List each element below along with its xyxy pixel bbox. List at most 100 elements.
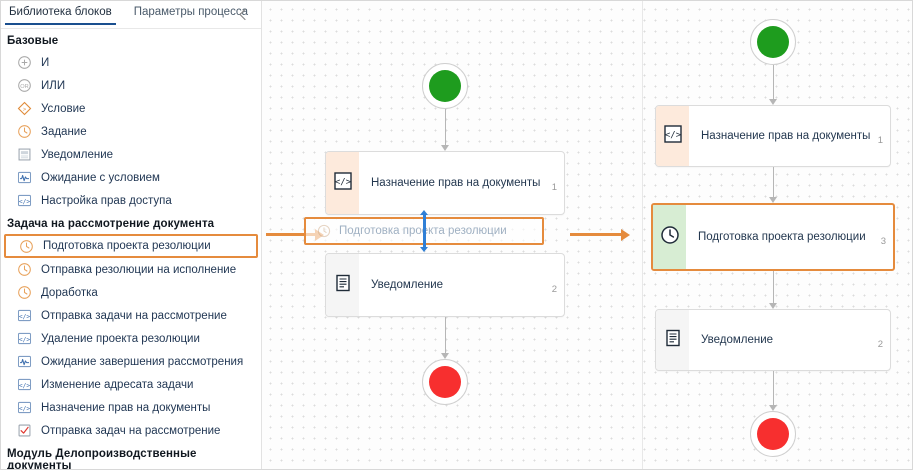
block-item-label: Условие — [41, 102, 86, 115]
group-title: Задача на рассмотрение документа — [7, 218, 215, 230]
drop-insert-marker — [423, 215, 426, 247]
block-item-изменение-адресата-задачи[interactable]: </>Изменение адресата задачи — [1, 373, 261, 396]
arrowhead-icon — [440, 353, 449, 359]
code-brackets-icon: </> — [333, 171, 352, 195]
svg-text:</>: </> — [19, 198, 30, 205]
node-number: 1 — [877, 134, 883, 146]
node-body: 1 Назначение прав на документы — [689, 129, 890, 146]
document-note-icon — [334, 274, 352, 297]
group-title: Модуль Делопроизводственные документы — [7, 448, 197, 469]
block-item-label: Назначение прав на документы — [41, 401, 211, 414]
connector-node1-to-node3 — [772, 167, 774, 201]
arrowhead-icon — [768, 99, 777, 105]
block-item-отправка-резолюции-на-исполнение[interactable]: Отправка резолюции на исполнение — [1, 258, 261, 281]
node-body: 3 Подготовка проекта резолюции — [686, 230, 893, 247]
end-terminator[interactable] — [422, 359, 468, 405]
node-body: 2 Уведомление — [689, 333, 890, 350]
block-item-задание[interactable]: Задание — [1, 120, 261, 143]
tab-process-parameters[interactable]: Параметры процесса — [133, 6, 248, 18]
arrow-right-icon — [621, 228, 630, 241]
connector-node2-to-end — [444, 317, 446, 357]
block-item-label: Удаление проекта резолюции — [41, 332, 200, 345]
node-label: Назначение прав на документы — [701, 129, 871, 142]
svg-text:</>: </> — [334, 177, 351, 187]
block-item-условие[interactable]: > Условие — [1, 97, 261, 120]
block-item-label: Настройка прав доступа — [41, 194, 172, 207]
node-number: 1 — [551, 181, 557, 193]
node-body: 2 Уведомление — [359, 278, 564, 295]
node-notification[interactable]: 2 Уведомление — [655, 309, 891, 371]
block-item-настройка-прав-доступа[interactable]: </> Настройка прав доступа — [1, 189, 261, 212]
block-item-label: Задание — [41, 125, 87, 138]
arrowhead-icon — [768, 303, 777, 309]
block-item-label: Ожидание завершения рассмотрения — [41, 355, 244, 368]
start-terminator[interactable] — [422, 63, 468, 109]
block-item-label: Подготовка проекта резолюции — [43, 240, 211, 252]
checkbox-checked-icon — [17, 423, 32, 438]
node-notification[interactable]: 2 Уведомление — [325, 253, 565, 317]
code-brackets-icon: </> — [17, 331, 32, 346]
block-item-label: ИЛИ — [41, 79, 66, 92]
start-terminator[interactable] — [750, 19, 796, 65]
waveform-icon — [17, 170, 32, 185]
block-item-подготовка-проекта-резолюции[interactable]: Подготовка проекта резолюции — [4, 234, 258, 258]
block-item-и[interactable]: И — [1, 51, 261, 74]
document-note-icon — [17, 147, 32, 162]
block-item-доработка[interactable]: Доработка — [1, 281, 261, 304]
canvas-panel-after: </> 1 Назначение прав на документы — [642, 1, 912, 469]
drag-ghost-label: Подготовка проекта резолюции — [339, 225, 507, 237]
node-assign-rights[interactable]: </> 1 Назначение прав на документы — [655, 105, 891, 167]
code-brackets-icon: </> — [663, 124, 682, 148]
clock-icon — [317, 224, 331, 238]
block-item-label: Доработка — [41, 286, 98, 299]
block-item-ожидание-с-условием[interactable]: Ожидание с условием — [1, 166, 261, 189]
svg-text:</>: </> — [19, 382, 30, 389]
node-body: 1 Назначение прав на документы — [359, 176, 564, 193]
node-accent: </> — [326, 152, 359, 214]
or-circle-icon: OR — [17, 78, 32, 93]
svg-text:</>: </> — [664, 130, 681, 140]
node-preparation-resolution[interactable]: 3 Подготовка проекта резолюции — [651, 203, 895, 271]
node-accent — [656, 310, 689, 370]
block-item-label: Ожидание с условием — [41, 171, 160, 184]
block-item-отправка-задачи-на-рассмотрение[interactable]: </>Отправка задачи на рассмотрение — [1, 304, 261, 327]
node-accent: </> — [656, 106, 689, 166]
svg-text:</>: </> — [19, 336, 30, 343]
step-arrow-2 — [570, 228, 630, 241]
node-number: 3 — [880, 235, 886, 247]
node-accent — [326, 254, 359, 316]
arrowhead-icon — [440, 145, 449, 151]
node-assign-rights[interactable]: </> 1 Назначение прав на документы — [325, 151, 565, 215]
connector-node2-to-end — [772, 371, 774, 409]
block-library-sidebar: Библиотека блоков Параметры процесса Баз… — [1, 1, 262, 469]
group-title: Базовые — [7, 35, 59, 47]
block-item-назначение-прав-на-документы[interactable]: </>Назначение прав на документы — [1, 396, 261, 419]
svg-text:OR: OR — [20, 84, 28, 90]
code-brackets-icon: </> — [17, 377, 32, 392]
block-item-label: Отправка резолюции на исполнение — [41, 263, 237, 276]
drop-arrow-down-icon — [420, 247, 429, 252]
connector-start-to-node1 — [444, 109, 446, 149]
clock-icon — [17, 124, 32, 139]
document-note-icon — [664, 329, 682, 352]
block-item-удаление-проекта-резолюции[interactable]: </> Удаление проекта резолюции — [1, 327, 261, 350]
arrowhead-icon — [768, 405, 777, 411]
end-terminator[interactable] — [750, 411, 796, 457]
drop-arrow-up-icon — [420, 210, 429, 215]
process-canvas[interactable]: </> 1 Назначение прав на документы — [262, 1, 912, 469]
block-item-уведомление[interactable]: Уведомление — [1, 143, 261, 166]
block-item-или[interactable]: OR ИЛИ — [1, 74, 261, 97]
block-item-ожидание-завершения-рассмотрения[interactable]: Ожидание завершения рассмотрения — [1, 350, 261, 373]
block-item-отправка-задач-на-рассмотрение[interactable]: Отправка задач на рассмотрение — [1, 419, 261, 442]
chevron-left-icon[interactable] — [233, 5, 251, 23]
node-label: Уведомление — [371, 278, 444, 291]
svg-text:>: > — [23, 107, 26, 113]
end-dot — [757, 418, 789, 450]
canvas-panel-before: </> 1 Назначение прав на документы — [262, 1, 588, 469]
connector-node3-to-node2 — [772, 271, 774, 307]
block-item-label: И — [41, 56, 50, 69]
clock-icon — [17, 285, 32, 300]
tab-block-library[interactable]: Библиотека блоков — [1, 1, 120, 25]
connector-start-to-node1 — [772, 65, 774, 103]
